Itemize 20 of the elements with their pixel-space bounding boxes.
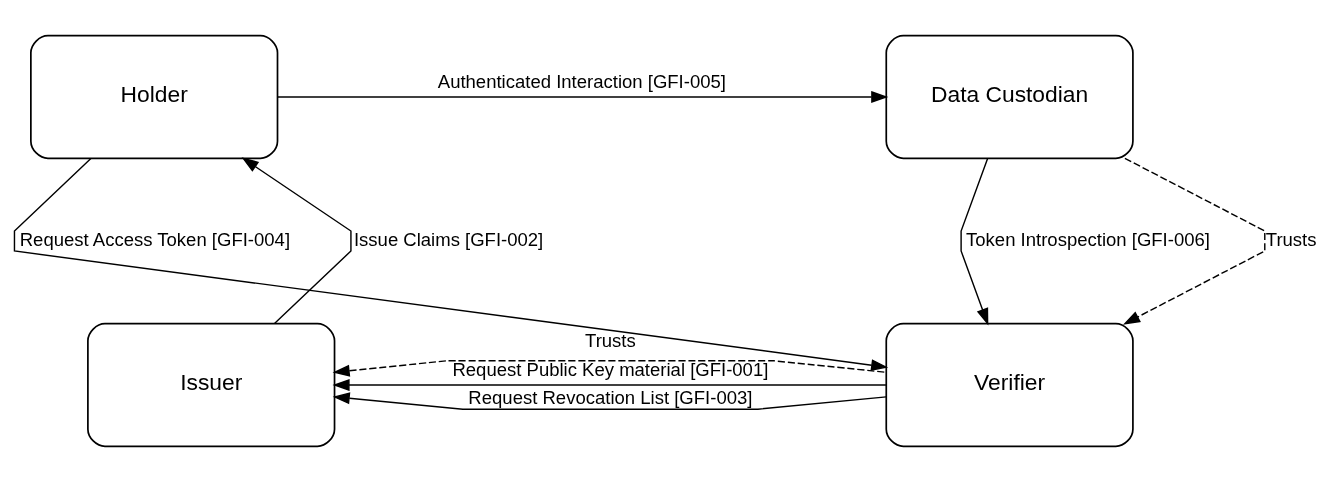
arrow — [13, 157, 889, 372]
edge-label: Token Introspection [GFI-006] — [966, 228, 1210, 250]
node-box: Issuer — [87, 322, 336, 448]
arrow — [1122, 157, 1266, 325]
arrow — [332, 392, 887, 410]
arrow — [241, 157, 352, 325]
edge-label: Trusts — [1265, 228, 1317, 250]
edge-label: Issue Claims [GFI-002] — [353, 228, 544, 250]
arrow — [960, 157, 989, 326]
node-box: Data Custodian — [885, 34, 1134, 160]
edge-label: Request Access Token [GFI-004] — [19, 228, 291, 250]
arrow — [332, 379, 887, 391]
edge-label: Authenticated Interaction [GFI-005] — [437, 70, 726, 92]
node-box: Holder — [30, 34, 279, 160]
edge-label: Request Public Key material [GFI-001] — [452, 358, 769, 380]
edge-label: Trusts — [585, 330, 636, 352]
arrow — [276, 91, 889, 103]
arrow — [332, 360, 887, 377]
node-box: Verifier — [885, 322, 1134, 448]
edge-label: Request Revocation List [GFI-003] — [468, 387, 753, 409]
